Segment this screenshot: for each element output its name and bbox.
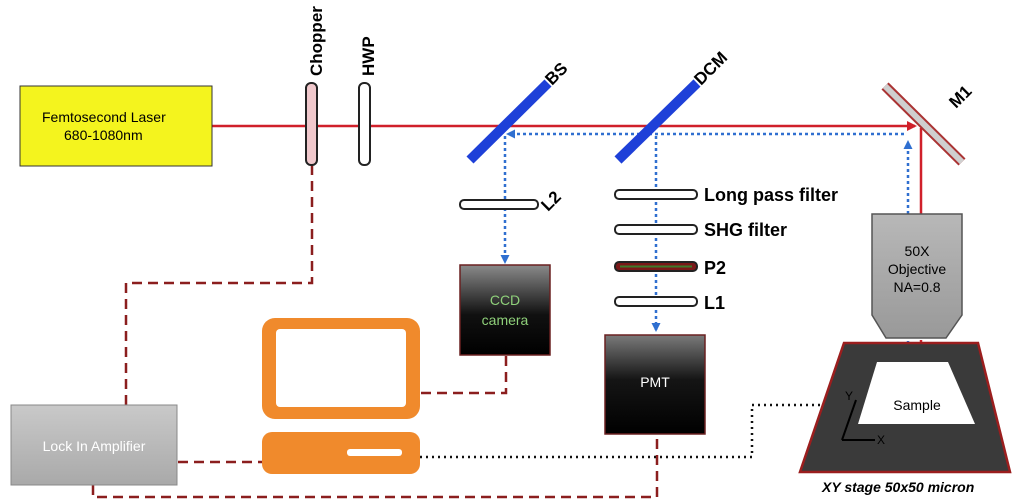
sample-label: Sample bbox=[893, 397, 941, 413]
computer-drive-slot bbox=[347, 449, 402, 456]
hwp-label: HWP bbox=[359, 36, 378, 76]
half-wave-plate bbox=[358, 82, 371, 166]
wire-ccd-computer bbox=[420, 356, 508, 395]
chopper bbox=[305, 82, 318, 166]
wire-chopper-lockin bbox=[124, 165, 314, 405]
lock-in-amplifier bbox=[10, 404, 178, 486]
laser-box bbox=[19, 85, 213, 167]
shg-filter bbox=[614, 224, 698, 235]
pmt bbox=[604, 334, 706, 435]
xy-axes bbox=[841, 399, 875, 441]
laser-label-line2: 680-1080nm bbox=[64, 127, 143, 143]
m1-label: M1 bbox=[945, 82, 975, 112]
pmt-label: PMT bbox=[640, 374, 670, 390]
l1-label: L1 bbox=[704, 293, 725, 313]
laser-label-line1: Femtosecond Laser bbox=[42, 109, 166, 125]
electrical-wiring bbox=[91, 165, 659, 499]
objective-label-line3: NA=0.8 bbox=[893, 279, 940, 295]
lens-l2 bbox=[459, 199, 539, 210]
computer bbox=[262, 318, 420, 474]
y-axis-label: Y bbox=[845, 389, 853, 403]
dcm-label: DCM bbox=[690, 48, 731, 89]
ccd-label-line2: camera bbox=[482, 312, 529, 328]
dichroic-mirror bbox=[614, 79, 701, 164]
mirror-m1 bbox=[881, 82, 966, 166]
objective-label-line2: Objective bbox=[888, 261, 947, 277]
lock-in-label: Lock In Amplifier bbox=[43, 438, 146, 454]
beam-splitter bbox=[466, 79, 552, 164]
sample bbox=[858, 362, 975, 424]
computer-base bbox=[262, 432, 420, 474]
lens-l1 bbox=[614, 296, 698, 307]
ccd-label-line1: CCD bbox=[490, 292, 520, 308]
chopper-label: Chopper bbox=[307, 6, 326, 76]
p2-label: P2 bbox=[704, 258, 726, 278]
objective-label-line1: 50X bbox=[905, 243, 931, 259]
objective-lens bbox=[871, 213, 963, 339]
ccd-camera bbox=[459, 264, 551, 356]
long-pass-filter-label: Long pass filter bbox=[704, 185, 838, 205]
shg-filter-label: SHG filter bbox=[704, 220, 787, 240]
wire-lockin-pmt bbox=[91, 434, 659, 499]
stage-caption: XY stage 50x50 micron bbox=[821, 479, 974, 495]
l2-label: L2 bbox=[537, 187, 564, 214]
long-pass-filter bbox=[614, 189, 698, 200]
x-axis-label: X bbox=[877, 433, 885, 447]
computer-screen bbox=[276, 329, 406, 407]
